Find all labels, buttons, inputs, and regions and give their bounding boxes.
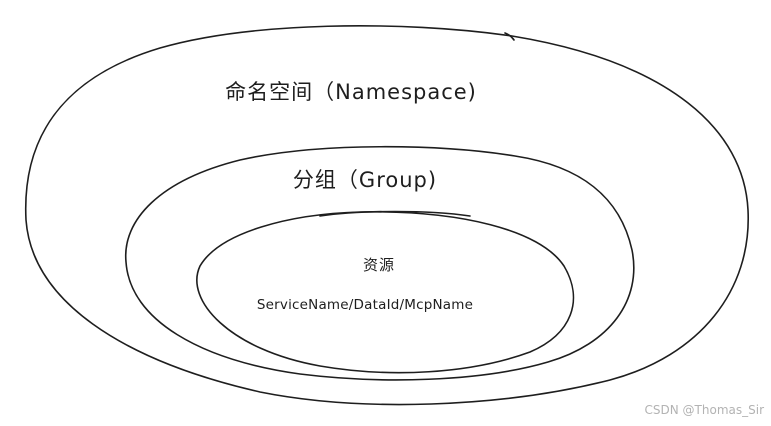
namespace-ellipse <box>24 25 749 406</box>
watermark: CSDN @Thomas_Sir <box>644 403 764 417</box>
namespace-label: 命名空间（Namespace) <box>225 80 477 104</box>
group-ellipse <box>124 145 635 381</box>
group-label: 分组（Group) <box>292 168 438 192</box>
resource-identifiers: ServiceName/DataId/McpName <box>256 297 474 313</box>
resource-ellipse <box>196 210 575 374</box>
resource-label: 资源 <box>362 256 396 274</box>
